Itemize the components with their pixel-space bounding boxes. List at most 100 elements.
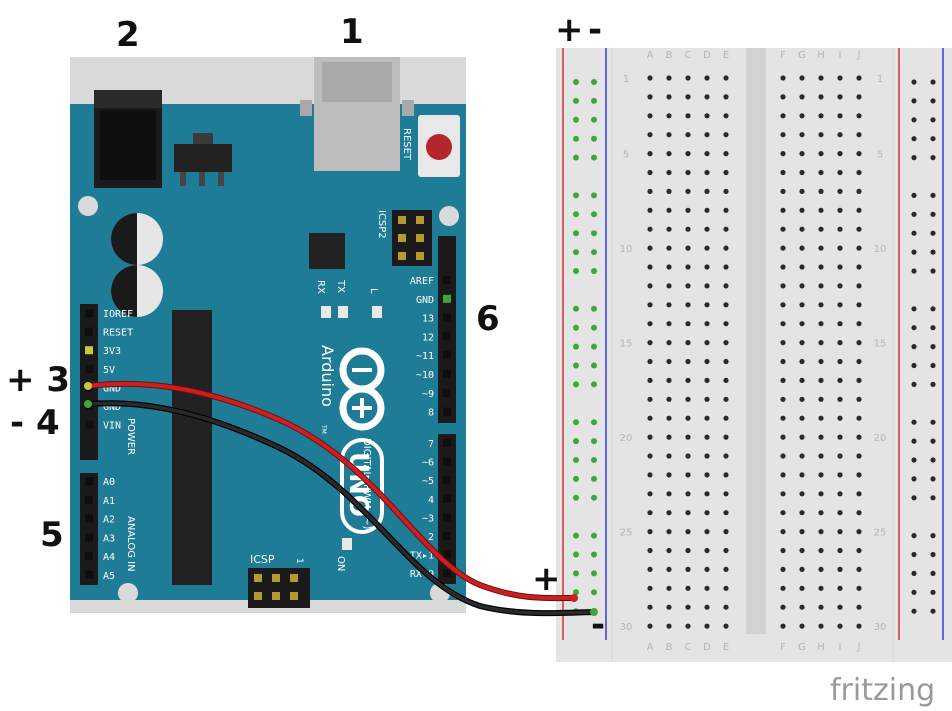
breadboard-hole [856,358,862,365]
digital-header-top [438,236,456,423]
power-pin-label: GND [103,383,121,394]
callout-digital-gnd: 6 [476,299,500,339]
breadboard-hole [685,340,691,346]
digital-pin [443,332,451,341]
breadboard-hole [685,302,691,308]
breadboard-hole [723,264,729,270]
breadboard-hole [685,207,691,213]
rail-hole [930,608,936,614]
breadboard-hole [837,434,843,440]
rail-hole [591,305,597,312]
breadboard-hole [818,283,824,289]
breadboard-hole [780,151,786,157]
rail-hole [930,136,936,142]
analog-pin-label: A2 [103,515,115,526]
breadboard-hole [799,566,805,573]
digital-pin [443,276,451,284]
digital-pin [443,550,451,559]
breadboard-hole [837,396,843,402]
breadboard-hole [799,529,805,535]
breadboard-hole [685,264,691,270]
row-label: 1 [877,74,883,85]
column-label: F [780,642,786,653]
breadboard-hole [799,169,805,176]
breadboard-hole [685,132,691,138]
breadboard-hole [818,358,824,365]
rail-hole [930,79,936,85]
breadboard-hole [723,321,729,327]
breadboard-hole [856,283,862,289]
breadboard-hole [856,604,862,610]
breadboard-hole [723,566,729,573]
digital-pin-label: ~5 [422,476,434,487]
breadboard-hole [837,226,843,232]
breadboard-hole [818,396,824,402]
breadboard-hole [723,510,729,516]
breadboard-hole [837,245,843,251]
breadboard-hole [666,94,672,100]
mounting-hole [439,206,459,226]
breadboard-hole [856,169,862,176]
breadboard-hole [685,396,691,402]
trademark: TM [320,424,327,434]
breadboard-hole [780,302,786,308]
digital-pin-label: 4 [428,495,434,506]
breadboard-hole [704,491,710,497]
callout-wire-minus: - [591,605,605,645]
breadboard-hole [704,169,710,176]
callout-wire-plus: + [532,559,561,599]
digital-pin [443,313,451,322]
rail-hole [591,362,597,369]
rail-hole [930,306,936,312]
column-label: I [839,642,842,653]
breadboard-hole [647,358,653,365]
breadboard-hole [780,472,786,478]
breadboard-hole [685,321,691,327]
breadboard-hole [799,302,805,308]
rail-hole [573,570,579,577]
digital-pin-label: 12 [422,332,434,343]
breadboard-hole [780,415,786,421]
analog-pin-label: A5 [103,571,115,582]
breadboard-hole [685,529,691,535]
analog-pin [85,495,93,504]
breadboard-hole [685,245,691,251]
analog-pin-label: A1 [103,496,115,507]
breadboard-hole [818,491,824,497]
breadboard-hole [856,321,862,327]
breadboard-hole [799,226,805,232]
digital-pin [443,569,451,578]
column-label: E [723,50,729,61]
breadboard-hole [856,151,862,157]
rail-hole [591,475,597,482]
breadboard-hole [837,75,843,81]
reset-button[interactable] [418,115,460,177]
breadboard-hole [780,207,786,213]
rail-hole [930,230,936,236]
breadboard-hole [837,207,843,213]
digital-pin [443,439,451,447]
power-pin-label: RESET [103,328,133,339]
breadboard-hole [704,604,710,610]
row-label: 20 [620,433,633,444]
breadboard-hole [647,453,653,459]
rail-hole [930,155,936,161]
analog-pin [85,533,93,542]
rail-hole [911,381,917,387]
breadboard-hole [723,340,729,346]
arduino-logo [339,347,385,431]
breadboard-hole [799,604,805,610]
breadboard-hole [666,283,672,289]
breadboard-hole [704,377,710,383]
column-label: D [703,642,711,653]
breadboard-hole [799,245,805,251]
rail-hole [911,533,917,539]
breadboard-hole [647,566,653,573]
breadboard-hole [799,264,805,270]
rail-hole [573,381,579,388]
rail-hole [591,551,597,558]
breadboard-hole [799,491,805,497]
row-label: 10 [620,244,633,255]
icsp-label: ICSP [250,553,275,566]
